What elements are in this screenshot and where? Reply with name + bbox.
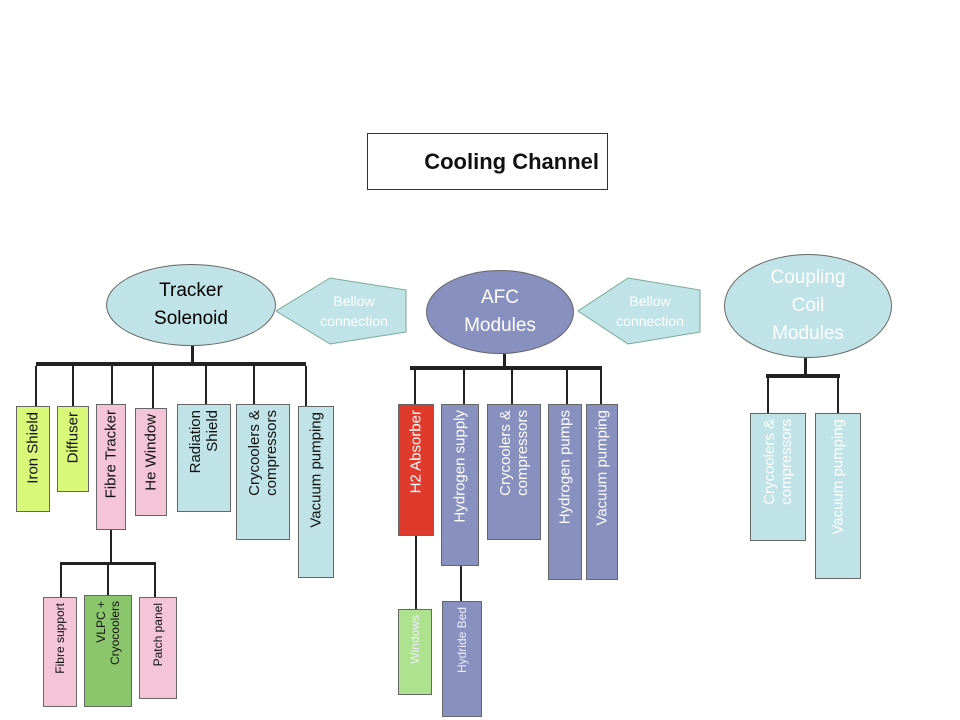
- connector: [152, 366, 154, 408]
- afc-vacuum-label: Vacuum pumping: [593, 410, 611, 526]
- radiation-shield-label: Radiation Shield: [187, 410, 221, 474]
- connector: [463, 370, 465, 404]
- connector: [205, 366, 207, 404]
- windows-label: Windows: [408, 615, 422, 664]
- he-window-label: He Window: [142, 414, 160, 491]
- fibre-support-box: Fibre support: [43, 597, 77, 707]
- connector: [107, 565, 109, 595]
- patch-panel-label: Patch panel: [151, 603, 165, 667]
- coupling-crycoolers-box: Crycoolers & compressors: [750, 413, 806, 541]
- bellow-right-shape: [578, 277, 701, 345]
- afc-crycoolers-box: Crycoolers & compressors: [487, 404, 541, 540]
- diagram-title: Cooling Channel: [367, 133, 608, 190]
- bellow-left-label: Bellow connection: [320, 293, 388, 329]
- coupling-crycoolers-label: Crycoolers & compressors: [761, 419, 795, 505]
- connector: [60, 565, 62, 597]
- connector: [415, 536, 417, 610]
- connector: [767, 378, 769, 414]
- fibre-support-label: Fibre support: [53, 603, 67, 674]
- diffuser-label: Diffuser: [64, 412, 82, 464]
- connector: [837, 378, 839, 414]
- connector: [566, 370, 568, 404]
- tracker-solenoid-node: Tracker Solenoid: [106, 264, 276, 346]
- coupling-stem: [804, 358, 807, 376]
- connector: [111, 366, 113, 404]
- afc-vacuum-box: Vacuum pumping: [586, 404, 618, 580]
- tracker-crycoolers-label: Crycoolers & compressors: [246, 410, 280, 496]
- tracker-bar: [36, 362, 306, 366]
- hydride-bed-box: Hydride Bed: [442, 601, 482, 717]
- hydrogen-pumps-label: Hydrogen pumps: [556, 410, 574, 525]
- afc-crycoolers-label: Crycoolers & compressors: [497, 410, 531, 496]
- coupling-coil-label: Coupling Coil Modules: [770, 267, 846, 344]
- bellow-left-shape: [276, 277, 407, 345]
- h2-absorber-box: H2 Absorber: [398, 404, 434, 536]
- tracker-solenoid-label: Tracker Solenoid: [154, 280, 228, 329]
- vlpc-box: VLPC + Cryocoolers: [84, 595, 132, 707]
- connector: [414, 370, 416, 404]
- bellow-right-label: Bellow connection: [616, 293, 684, 329]
- fibre-stem: [110, 530, 112, 564]
- windows-box: Windows: [398, 609, 432, 695]
- fibre-bar: [60, 562, 156, 565]
- radiation-shield-box: Radiation Shield: [177, 404, 231, 512]
- connector: [72, 366, 74, 406]
- iron-shield-label: Iron Shield: [24, 412, 42, 484]
- coupling-vacuum-box: Vacuum pumping: [815, 413, 861, 579]
- coupling-coil-node: Coupling Coil Modules: [724, 254, 892, 358]
- connector: [253, 366, 255, 404]
- fibre-tracker-label: Fibre Tracker: [102, 410, 120, 499]
- afc-modules-node: AFC Modules: [426, 270, 574, 354]
- tracker-vacuum-label: Vacuum pumping: [307, 412, 325, 528]
- iron-shield-box: Iron Shield: [16, 406, 50, 512]
- hydrogen-supply-box: Hydrogen supply: [441, 404, 479, 566]
- fibre-tracker-box: Fibre Tracker: [96, 404, 126, 530]
- connector: [305, 366, 307, 406]
- coupling-vacuum-label: Vacuum pumping: [829, 419, 847, 535]
- tracker-stem: [191, 346, 194, 364]
- he-window-box: He Window: [135, 408, 167, 516]
- afc-bar: [410, 366, 602, 370]
- coupling-bar: [766, 374, 840, 378]
- connector: [154, 565, 156, 597]
- h2-absorber-label: H2 Absorber: [407, 410, 425, 494]
- afc-modules-label: AFC Modules: [464, 287, 536, 336]
- vlpc-label: VLPC + Cryocoolers: [94, 601, 122, 666]
- tracker-vacuum-box: Vacuum pumping: [298, 406, 334, 578]
- diffuser-box: Diffuser: [57, 406, 89, 492]
- hydrogen-pumps-box: Hydrogen pumps: [548, 404, 582, 580]
- patch-panel-box: Patch panel: [139, 597, 177, 699]
- connector: [511, 370, 513, 404]
- hydrogen-supply-label: Hydrogen supply: [451, 410, 469, 523]
- connector: [600, 370, 602, 404]
- hydride-bed-label: Hydride Bed: [455, 607, 469, 674]
- tracker-crycoolers-box: Crycoolers & compressors: [236, 404, 290, 540]
- connector: [460, 566, 462, 602]
- connector: [35, 366, 37, 406]
- afc-stem: [503, 354, 506, 368]
